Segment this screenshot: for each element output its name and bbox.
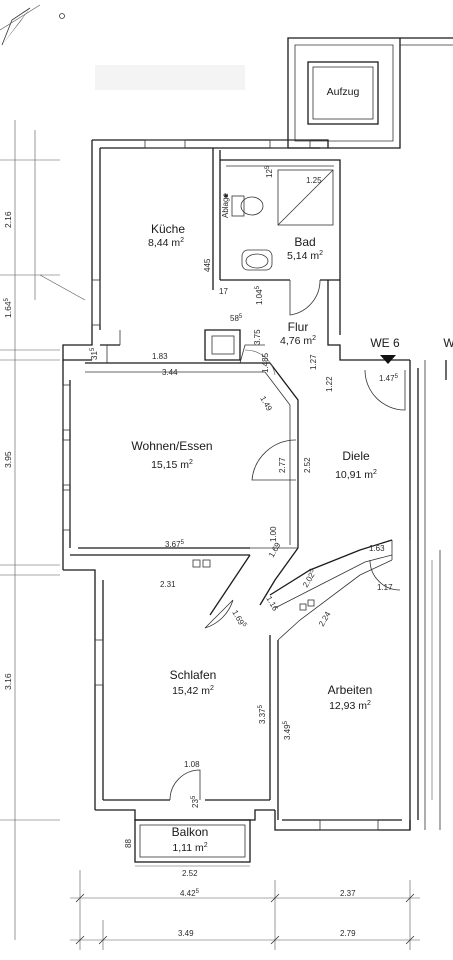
inner-dimensions: 1.25 125 445 17 1.045 585 315 1.83 3.44 … — [90, 165, 399, 848]
dim-17: 17 — [219, 287, 228, 296]
dim-202: 2.025 — [301, 568, 319, 589]
room-label-aufzug: Aufzug — [327, 86, 360, 98]
dim-125: 1.25 — [306, 176, 322, 185]
dim-224: 2.24 — [317, 610, 333, 628]
interior-walls — [70, 148, 411, 820]
dim-23: 235 — [191, 795, 200, 808]
door-swings — [119, 279, 406, 801]
room-area-arbeiten: 12,93 m2 — [329, 700, 371, 712]
dim-349: 3.495 — [283, 720, 292, 740]
room-label-wohnen: Wohnen/Essen — [131, 439, 212, 453]
room-area-bad: 5,14 m2 — [287, 250, 323, 262]
room-label-bad: Bad — [294, 235, 315, 249]
dim-252: 2.52 — [303, 457, 312, 473]
dim-12-5: 125 — [265, 165, 274, 178]
dim-344: 3.44 — [162, 368, 178, 377]
dim-147: 1.475 — [379, 374, 399, 383]
dim-100: 1.00 — [269, 526, 278, 542]
outlet-marks — [192, 559, 315, 611]
dim-116: 1.16 — [264, 595, 280, 613]
room-label-balkon: Balkon — [172, 825, 209, 839]
unit-label: WE 6 — [370, 336, 400, 350]
exterior-walls — [62, 139, 447, 831]
dim-108: 1.08 — [184, 760, 200, 769]
dimension-chain-left — [0, 120, 86, 940]
dim-58: 585 — [230, 314, 243, 323]
neighbor-unit-label: WE — [443, 336, 453, 350]
dim-bottom-row2-right: 2.79 — [340, 929, 356, 938]
balcony — [134, 819, 251, 863]
dim-bottom-row1-left: 4.425 — [180, 889, 200, 898]
room-label-diele: Diele — [342, 449, 370, 463]
fixture-label-ablage: Ablage — [221, 193, 230, 218]
dim-104: 1.045 — [255, 285, 264, 305]
dim-1485: 1.485 — [261, 352, 270, 373]
dim-183: 1.83 — [152, 352, 168, 361]
dim-337: 3.375 — [258, 704, 267, 724]
elevator-shaft — [287, 37, 453, 149]
dim-169b: 1.695 — [230, 609, 248, 630]
room-area-diele: 10,91 m2 — [335, 469, 377, 481]
dim-left-2: 1.645 — [3, 297, 13, 318]
dim-bottom-row2-left: 3.49 — [178, 929, 194, 938]
toilet-icon — [224, 194, 264, 217]
dim-231: 2.31 — [160, 580, 176, 589]
dim-163: 1.63 — [369, 544, 385, 553]
dim-117: 1.17 — [377, 583, 393, 592]
dim-122: 1.22 — [325, 376, 334, 392]
north-arrow-icon — [0, 4, 65, 46]
dim-left-3: 3.95 — [3, 451, 13, 468]
dim-left-1: 2.16 — [3, 211, 13, 228]
room-label-kueche: Küche — [151, 222, 185, 236]
room-area-kueche: 8,44 m2 — [148, 237, 184, 249]
dim-169: 1.69 — [267, 541, 283, 559]
dim-367: 3.675 — [165, 540, 185, 549]
dim-left-4: 3.16 — [3, 673, 13, 690]
dim-balkon-width: 2.52 — [182, 869, 198, 878]
room-label-flur: Flur — [288, 320, 309, 334]
dim-277: 2.77 — [278, 457, 287, 473]
dim-88: 88 — [124, 839, 133, 848]
dim-375: 3.75 — [253, 329, 262, 345]
dim-bottom-row1-right: 2.37 — [340, 889, 356, 898]
dim-4-45: 445 — [203, 258, 212, 272]
dim-31: 315 — [90, 347, 99, 360]
sink-icon — [241, 249, 273, 271]
room-area-balkon: 1,11 m2 — [172, 842, 207, 854]
dim-127: 1.27 — [309, 354, 318, 370]
room-label-schlafen: Schlafen — [170, 668, 217, 682]
dimension-chain-bottom — [70, 865, 420, 950]
dim-149: 1.49 — [258, 395, 274, 413]
scan-smudge — [95, 65, 245, 90]
room-area-wohnen: 15,15 m2 — [151, 459, 193, 471]
room-area-schlafen: 15,42 m2 — [172, 685, 214, 697]
room-area-flur: 4,76 m2 — [280, 335, 316, 347]
room-label-arbeiten: Arbeiten — [328, 683, 373, 697]
unit-entry-arrow-icon — [380, 355, 396, 364]
